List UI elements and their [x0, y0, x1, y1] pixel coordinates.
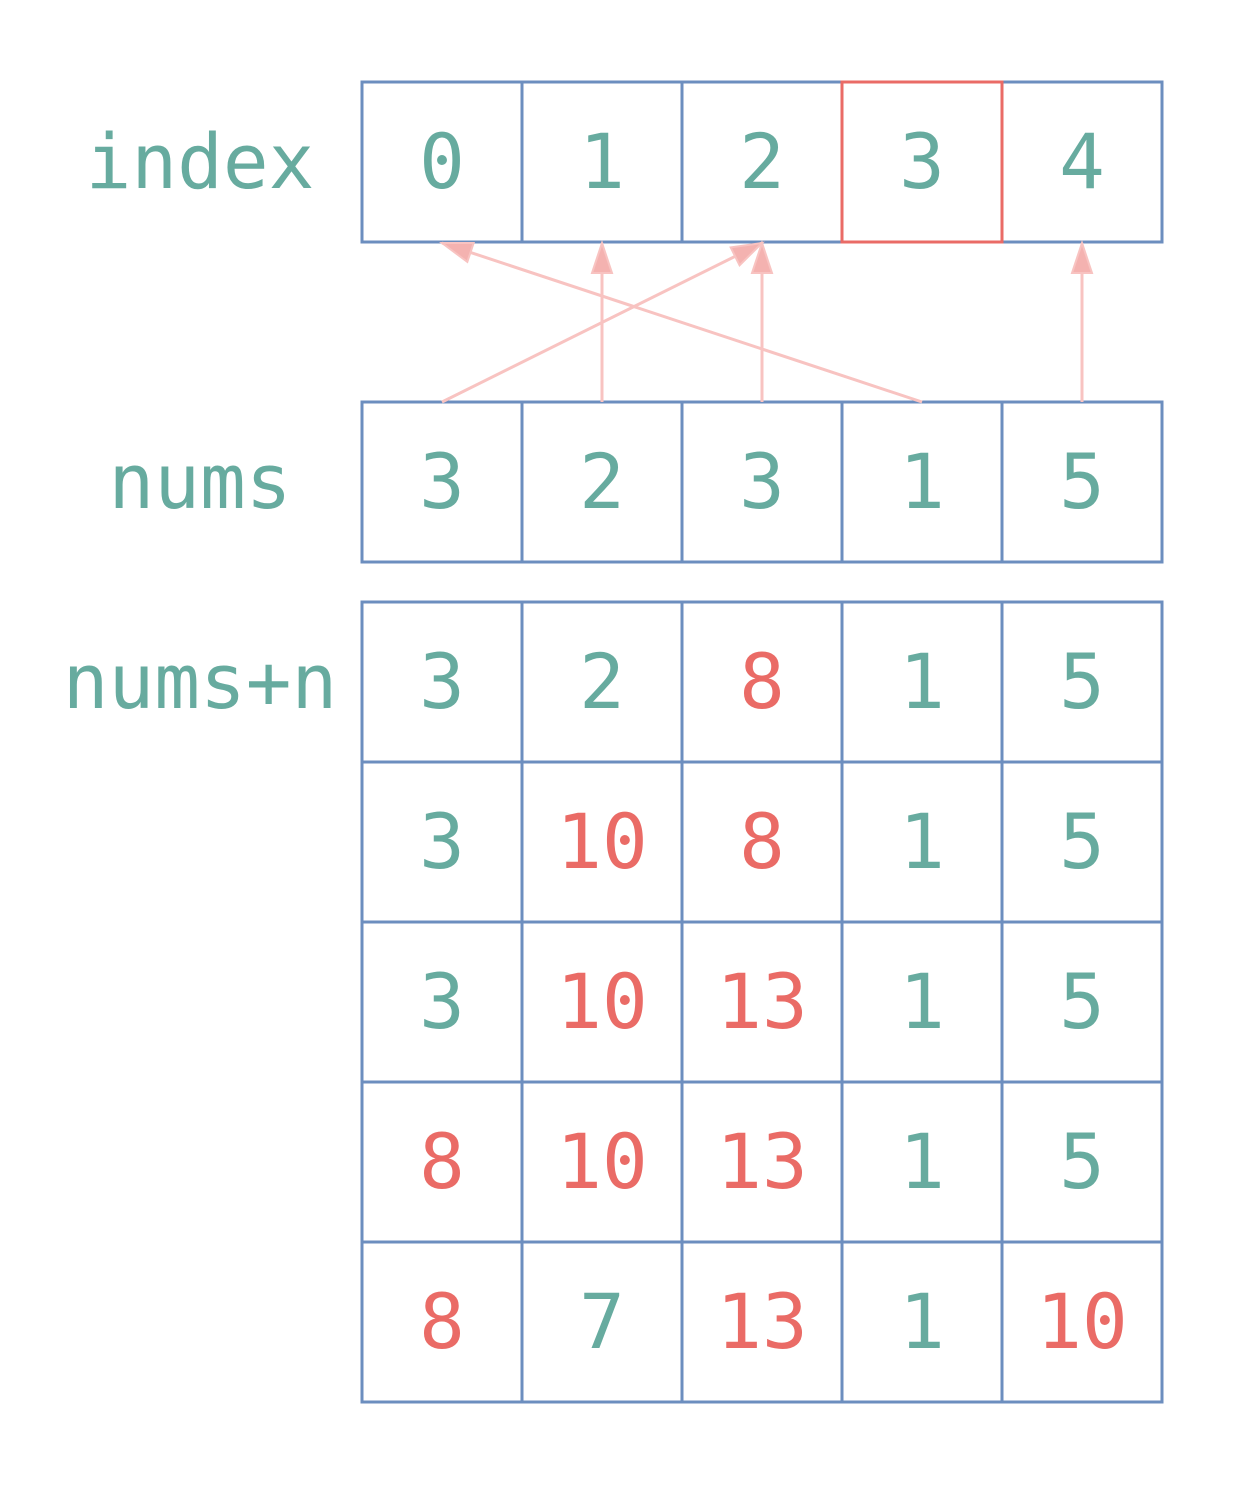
step-0-cell-3: 1	[899, 637, 945, 726]
step-row-2: 3 10 13 1 5	[362, 922, 1162, 1082]
arrowhead-4-to-4	[1070, 239, 1094, 274]
nums-plus-n-label: nums+n	[62, 637, 338, 726]
step-4-cell-4: 10	[1036, 1277, 1128, 1366]
index-cell-2: 2	[739, 117, 785, 206]
index-cell-1: 1	[579, 117, 625, 206]
step-4-cell-0: 8	[419, 1277, 465, 1366]
step-2-cell-1: 10	[556, 957, 648, 1046]
step-1-cell-2: 8	[739, 797, 785, 886]
step-row-0: 3 2 8 1 5	[362, 602, 1162, 762]
step-3-cell-1: 10	[556, 1117, 648, 1206]
step-3-cell-3: 1	[899, 1117, 945, 1206]
index-row-label: index	[85, 117, 315, 206]
nums-cell-4: 5	[1059, 437, 1105, 526]
index-row: 0 1 2 3 4	[362, 82, 1162, 242]
step-2-cell-4: 5	[1059, 957, 1105, 1046]
step-2-cell-2: 13	[716, 957, 808, 1046]
index-cell-4: 4	[1059, 117, 1105, 206]
arrowhead-2-to-2	[750, 239, 774, 274]
arrowhead-0-to-2	[729, 241, 765, 267]
index-cell-3: 3	[899, 117, 945, 206]
nums-cell-3: 1	[899, 437, 945, 526]
nums-cell-2: 3	[739, 437, 785, 526]
step-0-cell-1: 2	[579, 637, 625, 726]
arrowhead-1-to-1	[590, 239, 614, 274]
step-4-cell-2: 13	[716, 1277, 808, 1366]
index-cell-0: 0	[419, 117, 465, 206]
step-1-cell-3: 1	[899, 797, 945, 886]
nums-cell-1: 2	[579, 437, 625, 526]
arrow-0-to-2	[441, 241, 763, 404]
step-3-cell-2: 13	[716, 1117, 808, 1206]
step-0-cell-2: 8	[739, 637, 785, 726]
step-2-cell-0: 3	[419, 957, 465, 1046]
step-4-cell-1: 7	[579, 1277, 625, 1366]
step-row-3: 8 10 13 1 5	[362, 1082, 1162, 1242]
step-0-cell-0: 3	[419, 637, 465, 726]
nums-row: 3 2 3 1 5	[362, 402, 1162, 562]
step-1-cell-4: 5	[1059, 797, 1105, 886]
nums-cell-0: 3	[419, 437, 465, 526]
nums-row-label: nums	[108, 437, 292, 526]
step-4-cell-3: 1	[899, 1277, 945, 1366]
step-row-1: 3 10 8 1 5	[362, 762, 1162, 922]
step-3-cell-4: 5	[1059, 1117, 1105, 1206]
step-2-cell-3: 1	[899, 957, 945, 1046]
step-1-cell-0: 3	[419, 797, 465, 886]
arrowhead-3-to-0	[438, 241, 476, 264]
step-3-cell-0: 8	[419, 1117, 465, 1206]
step-row-4: 8 7 13 1 10	[362, 1242, 1162, 1402]
arrow-3-to-0	[441, 241, 923, 404]
step-0-cell-4: 5	[1059, 637, 1105, 726]
step-1-cell-1: 10	[556, 797, 648, 886]
